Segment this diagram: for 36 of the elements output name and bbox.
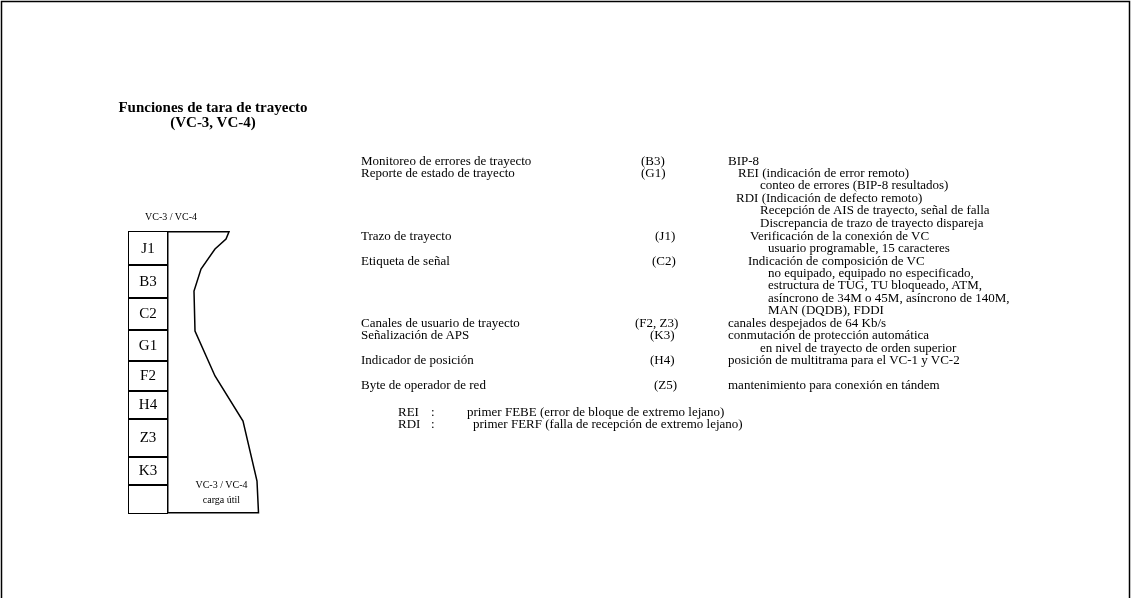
- footnote-text: primer FEBE (error de bloque de extremo lejano): [467, 405, 725, 419]
- diagram-title: Funciones de tara de trayecto (VC-3, VC-4): [117, 100, 309, 130]
- payload-label: VC-3 / VC-4 carga útil: [194, 478, 249, 507]
- byte-code: (H4): [650, 353, 675, 367]
- description-text: Discrepancia de trazo de trayecto dispareja: [760, 216, 984, 230]
- description-text: RDI (Indicación de defecto remoto): [736, 191, 923, 205]
- footnote-term: RDI: [398, 417, 421, 431]
- description-text: MAN (DQDB), FDDI: [768, 303, 884, 317]
- byte-code: (B3): [641, 154, 665, 168]
- byte-code: (F2, Z3): [635, 316, 679, 330]
- byte-code: (Z5): [654, 378, 678, 392]
- function-name: Etiqueta de señal: [361, 254, 450, 268]
- colon-text: :: [431, 405, 435, 419]
- function-name: Señalización de APS: [361, 328, 470, 342]
- function-name: Canales de usuario de trayecto: [361, 316, 520, 330]
- description-text: en nivel de trayecto de orden superior: [760, 341, 957, 355]
- footnote-term: REI: [398, 405, 419, 419]
- function-name: Monitoreo de errores de trayecto: [361, 154, 532, 168]
- function-name: Trazo de trayecto: [361, 229, 452, 243]
- section-label: VC-3 / VC-4: [145, 210, 198, 224]
- description-text: asíncrono de 34M o 45M, asíncrono de 140M,: [768, 291, 1010, 305]
- description-text: BIP-8: [728, 154, 760, 168]
- description-text: usuario programable, 15 caracteres: [768, 241, 950, 255]
- byte-code: (K3): [650, 328, 675, 342]
- description-text: Verificación de la conexión de VC: [750, 229, 930, 243]
- function-name: Byte de operador de red: [361, 378, 486, 392]
- colon-text: :: [431, 417, 435, 431]
- description-text: Recepción de AIS de trayecto, señal de falla: [760, 203, 990, 217]
- function-name: Indicador de posición: [361, 353, 474, 367]
- description-text: Indicación de composición de VC: [748, 254, 925, 268]
- byte-code: (J1): [655, 229, 676, 243]
- payload-area: [166, 231, 260, 514]
- description-text: mantenimiento para conexión en tándem: [728, 378, 940, 392]
- description-text: REI (indicación de error remoto): [738, 166, 910, 180]
- byte-code: (C2): [652, 254, 676, 268]
- description-text: canales despejados de 64 Kb/s: [728, 316, 887, 330]
